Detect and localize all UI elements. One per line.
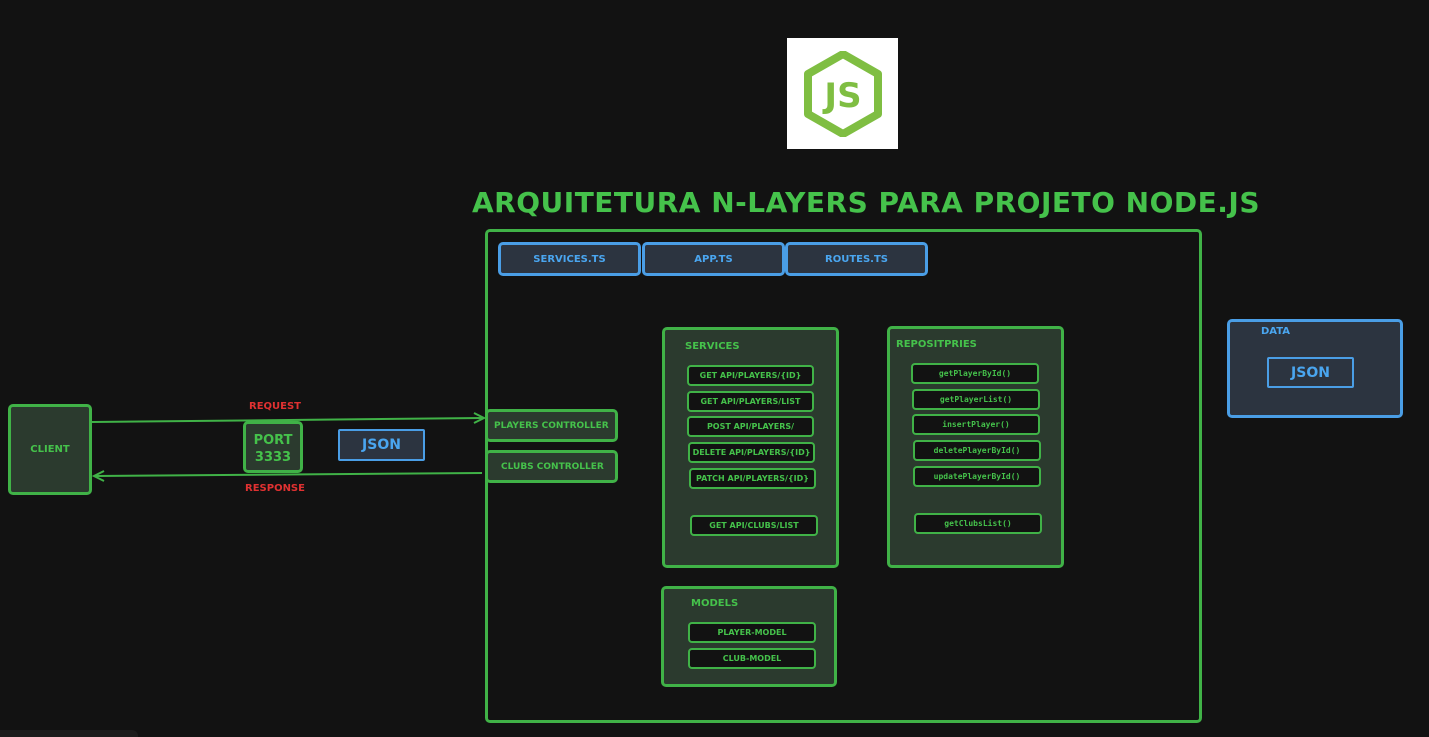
service-get-clubs-list[interactable]: GET API/CLUBS/LIST <box>690 515 818 536</box>
services-title: SERVICES <box>685 341 740 352</box>
repositories-title: REPOSITPRIES <box>896 339 977 350</box>
logo-text: JS <box>822 76 861 116</box>
model-player[interactable]: PLAYER-MODEL <box>688 622 816 643</box>
json-payload: JSON <box>338 429 425 461</box>
file-app-ts[interactable]: APP.TS <box>642 242 785 276</box>
players-controller[interactable]: PLAYERS CONTROLLER <box>485 409 618 442</box>
file-services-ts[interactable]: SERVICES.TS <box>498 242 641 276</box>
models-title: MODELS <box>691 598 739 609</box>
repo-get-player-by-id[interactable]: getPlayerById() <box>911 363 1039 384</box>
repo-delete-player-by-id[interactable]: deletePlayerById() <box>913 440 1041 461</box>
nodejs-logo: JS <box>787 38 898 149</box>
service-get-player-list[interactable]: GET API/PLAYERS/LIST <box>687 391 814 412</box>
repo-insert-player[interactable]: insertPlayer() <box>912 414 1040 435</box>
nodejs-logo-icon: JS <box>803 50 882 137</box>
repo-get-player-list[interactable]: getPlayerList() <box>912 389 1040 410</box>
data-title: DATA <box>1261 326 1291 337</box>
model-club[interactable]: CLUB-MODEL <box>688 648 816 669</box>
data-panel <box>1227 319 1403 418</box>
page-title: ARQUITETURA N-LAYERS PARA PROJETO NODE.J… <box>472 186 1260 219</box>
port-label: PORT <box>253 433 293 448</box>
response-label: RESPONSE <box>245 483 305 494</box>
client-box: CLIENT <box>8 404 92 495</box>
port-box: PORT 3333 <box>243 421 303 473</box>
service-patch-player[interactable]: PATCH API/PLAYERS/{ID} <box>689 468 816 489</box>
canvas-corner-tab <box>0 730 138 737</box>
file-routes-ts[interactable]: ROUTES.TS <box>785 242 928 276</box>
data-json: JSON <box>1267 357 1354 388</box>
port-number: 3333 <box>254 450 292 465</box>
service-get-player[interactable]: GET API/PLAYERS/{ID} <box>687 365 814 386</box>
request-arrowhead <box>473 412 487 424</box>
repo-update-player-by-id[interactable]: updatePlayerById() <box>913 466 1041 487</box>
response-arrow <box>95 472 483 477</box>
request-label: REQUEST <box>249 401 302 412</box>
service-delete-player[interactable]: DELETE API/PLAYERS/{ID} <box>688 442 815 463</box>
service-post-player[interactable]: POST API/PLAYERS/ <box>687 416 814 437</box>
response-arrowhead <box>91 470 105 482</box>
clubs-controller[interactable]: CLUBS CONTROLLER <box>485 450 618 483</box>
repo-get-clubs-list[interactable]: getClubsList() <box>914 513 1042 534</box>
